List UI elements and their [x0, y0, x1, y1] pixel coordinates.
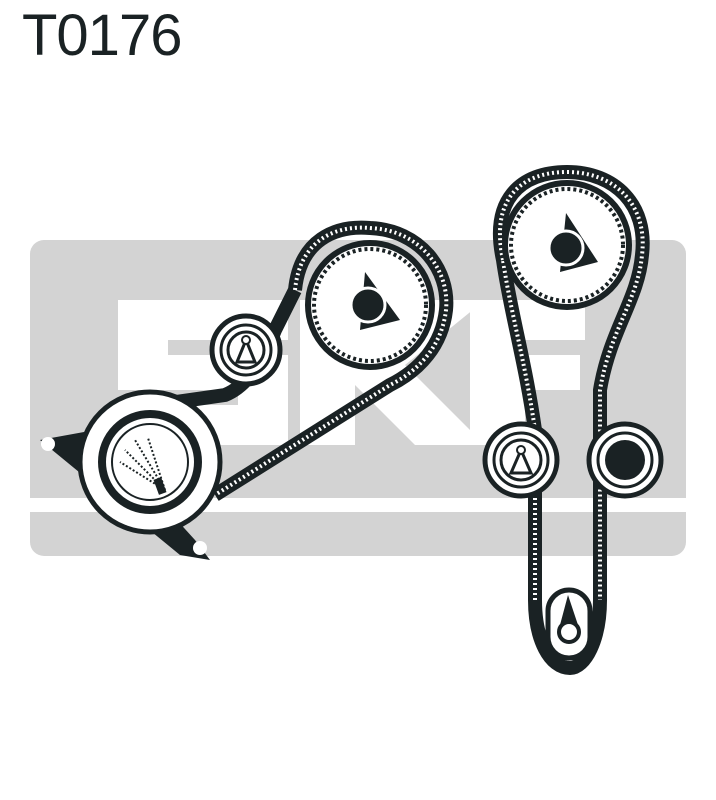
crankshaft-pulley	[545, 587, 593, 661]
tensioner-idler-right	[482, 421, 560, 499]
water-pump	[40, 389, 223, 560]
camshaft-pulley-left	[305, 240, 435, 370]
timing-belt-right	[492, 164, 650, 676]
tensioner-idler-left	[209, 313, 283, 387]
part-number-title: T0176	[22, 3, 182, 68]
idler-pulley-right	[586, 421, 664, 499]
camshaft-pulley-right	[502, 180, 632, 310]
